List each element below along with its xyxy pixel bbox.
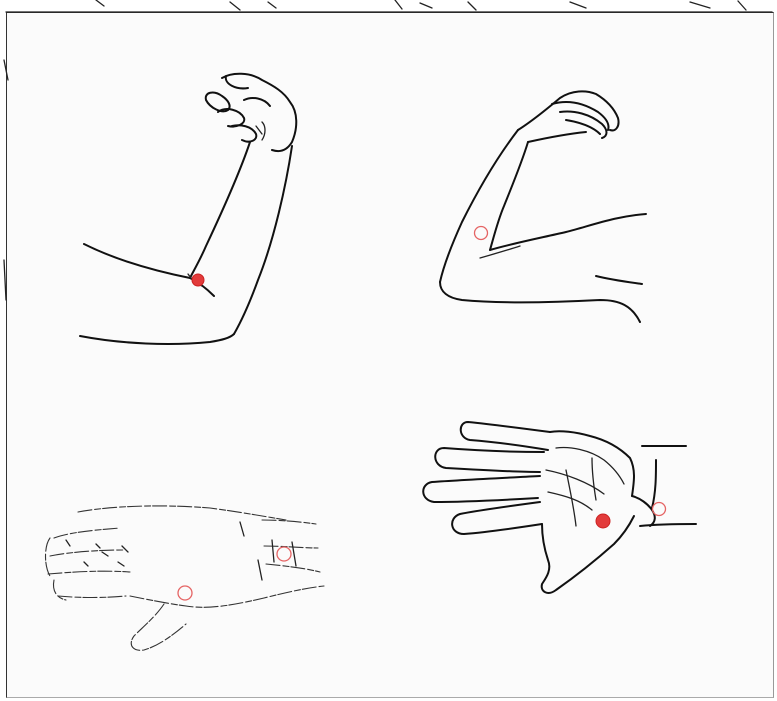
acupoint-markers <box>178 227 666 601</box>
elbow-point-open <box>475 227 488 240</box>
palm-point-filled <box>596 514 610 528</box>
hand-back-point-thumb-web <box>178 586 192 600</box>
palm-hand-figure <box>423 422 696 593</box>
top-edge-artifacts <box>6 0 772 12</box>
edge-mark <box>4 60 8 300</box>
flexed-arm-figure <box>80 74 296 344</box>
elbow-point-filled <box>192 274 204 286</box>
dorsal-hand-figure <box>46 506 325 650</box>
palm-point-wrist-open <box>653 503 666 516</box>
raised-arm-figure <box>440 91 646 322</box>
hand-back-point-wrist <box>277 547 291 561</box>
